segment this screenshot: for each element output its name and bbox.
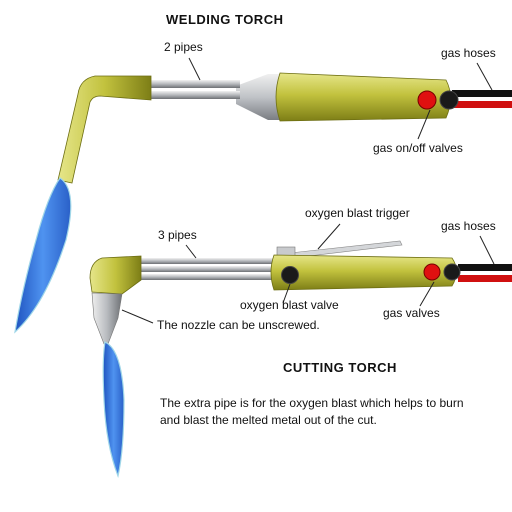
cutting-valves-label: gas valves	[383, 306, 440, 320]
welding-red-hose	[452, 101, 512, 108]
welding-pipes-label: 2 pipes	[164, 40, 203, 54]
cutting-nozzle-label: The nozzle can be unscrewed.	[157, 318, 320, 332]
welding-valve-black	[439, 90, 459, 110]
welding-pipe-upper	[150, 80, 240, 88]
cutting-handle	[270, 254, 457, 291]
cutting-torch	[89, 240, 512, 479]
leader-gas-hoses-top	[476, 62, 493, 91]
leader-gas-valves-top	[417, 109, 431, 140]
cutting-pipe-2	[140, 266, 280, 272]
cutting-hoses-label: gas hoses	[441, 219, 496, 233]
welding-cone	[236, 74, 284, 120]
leader-nozzle	[121, 309, 154, 324]
welding-flame	[14, 177, 72, 334]
cutting-description-line2: and blast the melted metal out of the cu…	[160, 413, 377, 427]
welding-torch	[14, 72, 512, 334]
cutting-description-line1: The extra pipe is for the oxygen blast w…	[160, 396, 464, 410]
welding-head	[57, 75, 152, 184]
welding-handle	[275, 72, 451, 122]
cutting-flame	[102, 341, 125, 479]
welding-title: WELDING TORCH	[166, 12, 284, 27]
cutting-nozzle	[91, 292, 123, 345]
cutting-pipe-1	[140, 258, 280, 264]
cutting-trigger-label: oxygen blast trigger	[305, 206, 410, 220]
welding-pipe-lower	[150, 91, 240, 99]
cutting-black-hose	[458, 264, 512, 271]
leader-gas-hoses-bottom	[479, 235, 495, 265]
welding-valves-label: gas on/off valves	[373, 141, 463, 155]
welding-hoses-label: gas hoses	[441, 46, 496, 60]
cutting-red-hose	[458, 275, 512, 282]
leader-blast-valve	[282, 283, 291, 304]
welding-valve-red	[417, 90, 437, 110]
cutting-valve-red	[423, 263, 441, 281]
cutting-pipe-3	[140, 274, 280, 280]
leader-lines	[121, 57, 495, 324]
leader-trigger	[317, 223, 341, 250]
leader-2pipes	[188, 57, 201, 81]
leader-3pipes	[185, 244, 197, 259]
leader-gas-valves-bottom	[419, 281, 435, 307]
cutting-blast-valve-label: oxygen blast valve	[240, 298, 339, 312]
cutting-head	[89, 255, 142, 295]
welding-black-hose	[452, 90, 512, 97]
cutting-blast-valve	[281, 266, 299, 284]
cutting-title: CUTTING TORCH	[283, 360, 397, 375]
cutting-pipes-label: 3 pipes	[158, 228, 197, 242]
cutting-valve-black	[443, 263, 461, 281]
